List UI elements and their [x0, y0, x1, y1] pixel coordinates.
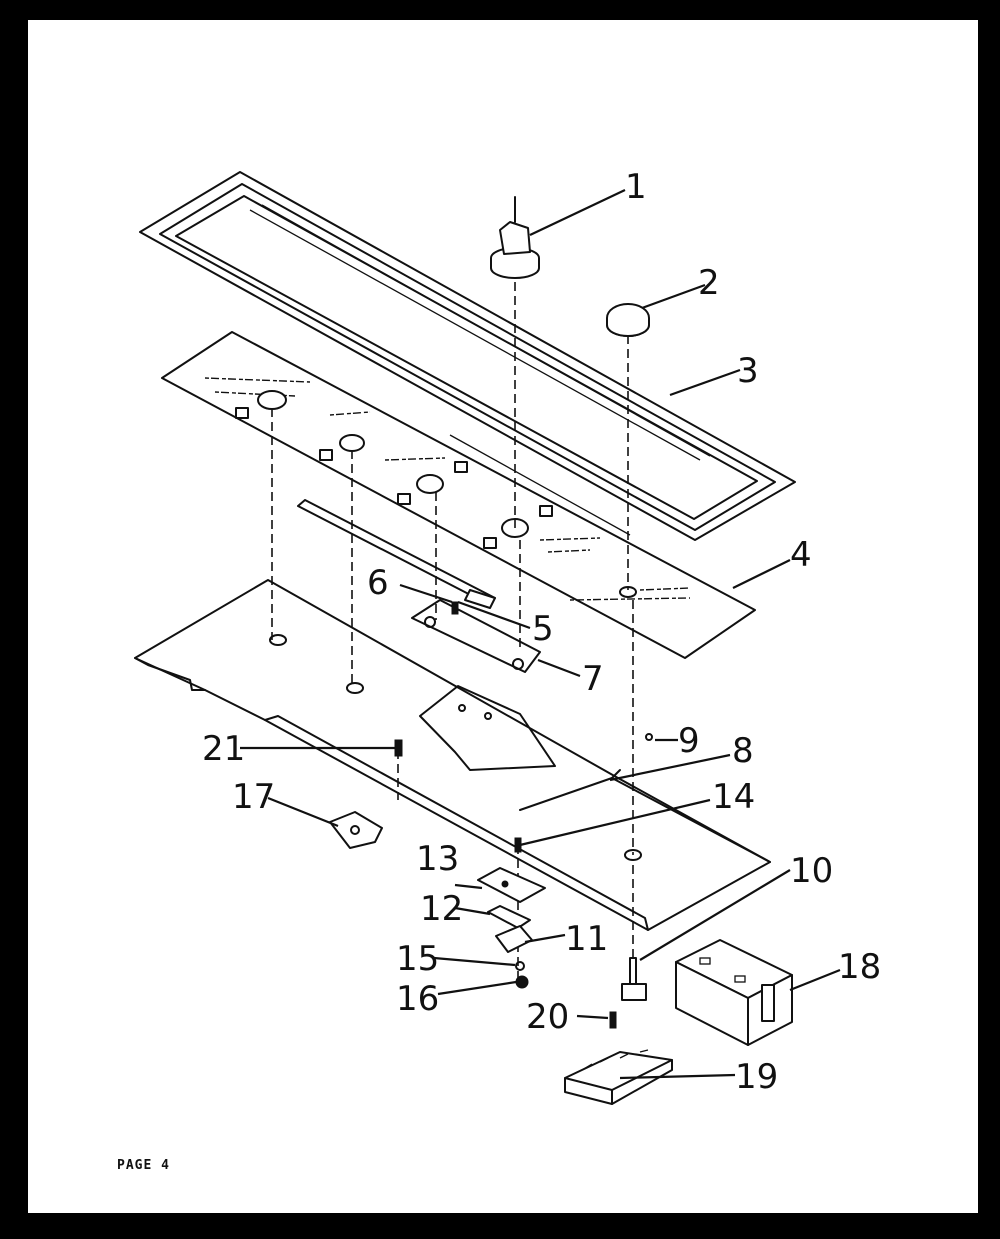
callout-7: 7 — [582, 659, 604, 699]
part-8-housing — [134, 579, 771, 931]
callout-10: 10 — [790, 851, 833, 891]
callout-3: 3 — [737, 351, 759, 391]
callout-13: 13 — [416, 839, 459, 879]
part-12-plate — [487, 905, 531, 929]
callout-8: 8 — [732, 731, 754, 771]
part-2-lens — [606, 303, 650, 337]
part-7-bracket — [411, 599, 541, 673]
part-6-screw — [451, 601, 459, 615]
callout-1: 1 — [625, 167, 647, 207]
part-20-screw — [609, 1011, 617, 1029]
part-17-clip — [329, 811, 383, 849]
part-15-nut — [515, 961, 525, 971]
callout-16: 16 — [396, 979, 439, 1019]
callout-11: 11 — [565, 919, 608, 959]
callout-18: 18 — [838, 947, 881, 987]
callout-19: 19 — [735, 1057, 778, 1097]
part-19-terminal-block — [564, 1049, 673, 1105]
part-21-screw — [394, 739, 403, 757]
callout-12: 12 — [420, 889, 463, 929]
part-16-nut — [515, 975, 529, 989]
part-18-box — [675, 939, 793, 1046]
callout-6: 6 — [367, 563, 389, 603]
page-label: PAGE 4 — [117, 1158, 170, 1173]
callout-labels: 1 2 3 4 5 6 7 8 9 10 11 12 13 14 15 16 1… — [202, 167, 881, 1097]
part-1-knob — [490, 196, 540, 279]
leader-lines — [240, 189, 841, 1080]
part-5-strip — [297, 499, 496, 609]
part-9-screw — [645, 733, 653, 741]
callout-2: 2 — [698, 263, 720, 303]
part-14-screw — [514, 837, 522, 853]
callout-15: 15 — [396, 939, 439, 979]
part-10-switch — [621, 957, 647, 1001]
callout-5: 5 — [532, 609, 554, 649]
part-3-trim-frame — [139, 171, 796, 541]
callout-4: 4 — [790, 535, 812, 575]
callout-21: 21 — [202, 729, 245, 769]
callout-17: 17 — [232, 777, 275, 817]
part-13-plate — [477, 867, 546, 903]
alignment-lines — [271, 240, 634, 980]
part-11-switch — [495, 925, 533, 953]
callout-20: 20 — [526, 997, 569, 1037]
part-4-control-panel — [161, 331, 756, 659]
callout-14: 14 — [712, 777, 755, 817]
callout-9: 9 — [678, 721, 700, 761]
